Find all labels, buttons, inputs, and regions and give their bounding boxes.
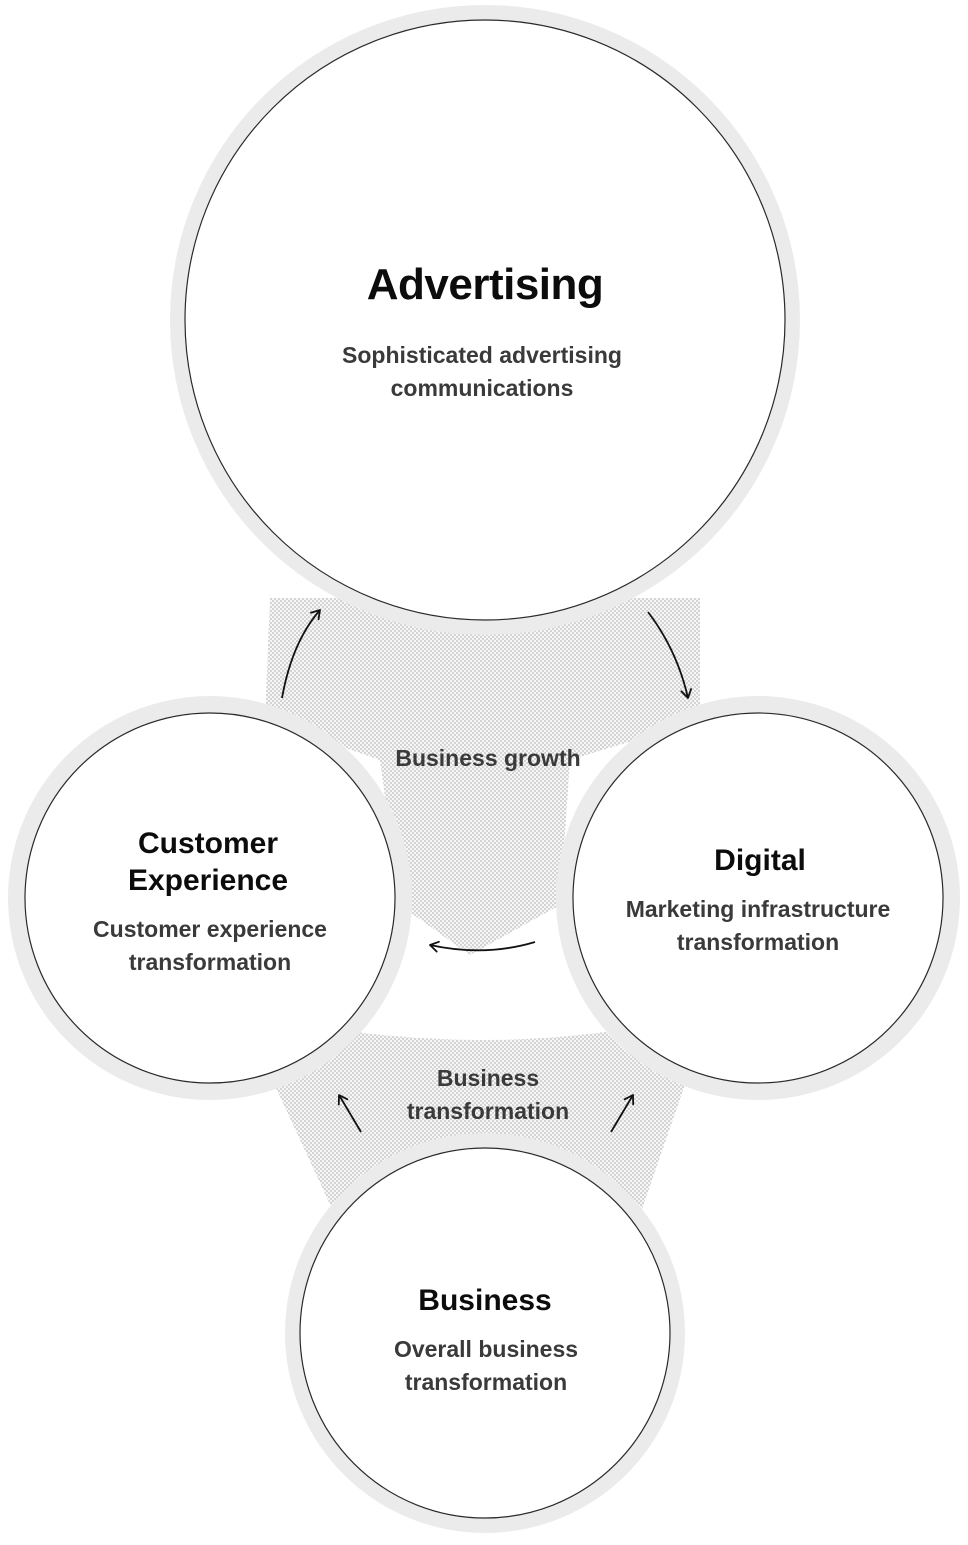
digital-circle [572,712,944,1084]
customer-experience-title-line1: Customer [137,827,279,860]
digital-description-line2: transformation [676,929,840,955]
advertising-description-line1: Sophisticated advertising [342,342,622,368]
advertising-title: Advertising [366,260,604,309]
business-description: Overall business transformation [394,1333,578,1399]
arrow-digital-to-cx [429,940,536,953]
business-circle [299,1147,671,1519]
arrow-cx-to-advertising [281,609,321,699]
business-growth-label: Business growth [395,745,581,771]
digital-title: Digital [714,844,806,877]
arrow-business-to-digital [610,1094,635,1133]
growth-region [265,598,700,955]
advertising-circle [184,19,786,621]
business-transformation-label-line2: transformation [406,1098,570,1124]
advertising-description: Sophisticated advertising communications [342,339,622,405]
customer-experience-title: Customer Experience [128,825,288,899]
digital-description: Marketing infrastructure transformation [626,893,891,959]
business-title: Business [418,1284,552,1317]
advertising-description-line2: communications [390,375,574,401]
digital-description-line1: Marketing infrastructure [625,896,891,922]
arrow-business-to-cx [337,1094,362,1133]
customer-experience-title-line2: Experience [127,864,289,897]
customer-experience-description-line2: transformation [128,949,292,975]
business-transformation-label: Business transformation [407,1062,569,1128]
business-description-line1: Overall business [393,1336,579,1362]
customer-experience-description: Customer experience transformation [93,913,327,979]
arrow-advertising-to-digital [647,611,692,699]
business-transformation-label-line1: Business [436,1065,540,1091]
customer-experience-circle [24,712,396,1084]
customer-experience-description-line1: Customer experience [93,916,327,942]
business-description-line2: transformation [404,1369,568,1395]
